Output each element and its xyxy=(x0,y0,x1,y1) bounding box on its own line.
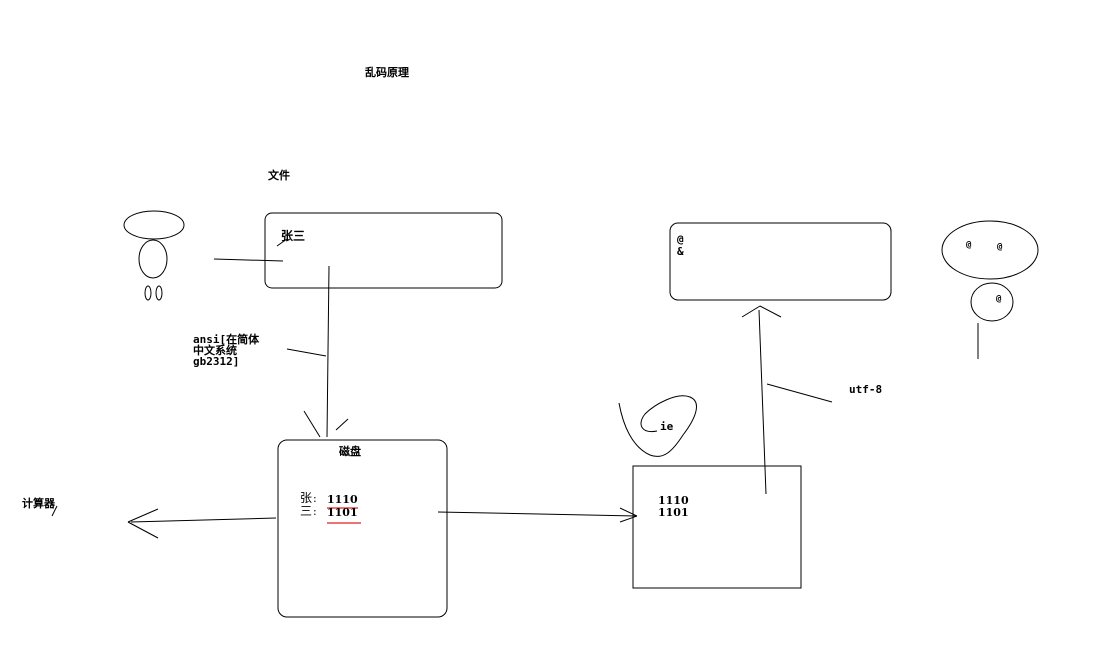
file-box xyxy=(264,212,503,289)
disk-row-2-colon: : xyxy=(313,505,317,518)
disk-row-1-char: 张 xyxy=(300,491,313,505)
ansi-note-line-2: 中文系统 xyxy=(193,344,237,357)
ie-arrowhead-top xyxy=(619,507,638,517)
ansi-note-line-1: ansi[在简体 xyxy=(193,333,260,346)
disk-arrowhead-right xyxy=(335,418,349,431)
person-left-foot-2 xyxy=(155,285,163,301)
person-right-eye-left: @ xyxy=(966,240,972,250)
person-right-mouth: @ xyxy=(996,294,1002,304)
diagram-title: 乱码原理 xyxy=(365,66,409,79)
ansi-note-line-3: gb2312] xyxy=(193,355,240,368)
disk-row-1-colon: : xyxy=(313,492,317,505)
computer-arrowhead-bottom xyxy=(127,521,159,539)
disk-to-ie-line xyxy=(437,511,637,517)
output-box xyxy=(669,222,892,301)
ansi-pointer-line xyxy=(286,348,327,357)
computer-label: 计算器 xyxy=(22,497,55,510)
utf8-label: utf-8 xyxy=(849,383,883,396)
person-left-body xyxy=(138,239,168,279)
output-arrowhead-right xyxy=(759,305,782,318)
person-left-head xyxy=(123,210,185,240)
disk-row-2-bits: 1101 xyxy=(327,506,358,519)
file-cursor-mark xyxy=(276,238,288,247)
output-box-line-2: & xyxy=(677,245,684,258)
ie-label: ie xyxy=(660,420,674,433)
disk-row-2-char: 三 xyxy=(300,504,313,518)
person-left-foot-1 xyxy=(144,285,152,301)
ie-to-output-line xyxy=(758,309,767,495)
ie-arrowhead-bottom xyxy=(619,515,638,523)
disk-to-computer-line xyxy=(130,517,277,523)
computer-arrowhead-top xyxy=(127,508,159,523)
file-box-text: 张三 xyxy=(281,229,306,243)
output-arrowhead-left xyxy=(741,305,761,318)
output-box-line-1: @ xyxy=(677,233,684,246)
utf8-pointer-line xyxy=(766,383,833,403)
person-right-eye-right: @ xyxy=(997,242,1003,252)
person-right-head xyxy=(941,220,1039,280)
disk-box xyxy=(277,439,448,618)
person-right-body xyxy=(970,282,1014,322)
file-to-disk-line xyxy=(326,265,330,438)
computer-label-scribble xyxy=(51,505,58,517)
ie-box-line-2: 1101 xyxy=(658,506,689,519)
ie-loop-scribble xyxy=(618,395,697,457)
disk-arrowhead-left xyxy=(303,410,321,438)
ie-box-line-1: 1110 xyxy=(658,494,689,507)
ie-box xyxy=(632,465,802,589)
disk-label: 磁盘 xyxy=(339,445,361,458)
disk-row-1-bits: 1110 xyxy=(327,493,358,506)
person-to-file-line xyxy=(213,258,284,262)
file-label: 文件 xyxy=(268,169,290,182)
